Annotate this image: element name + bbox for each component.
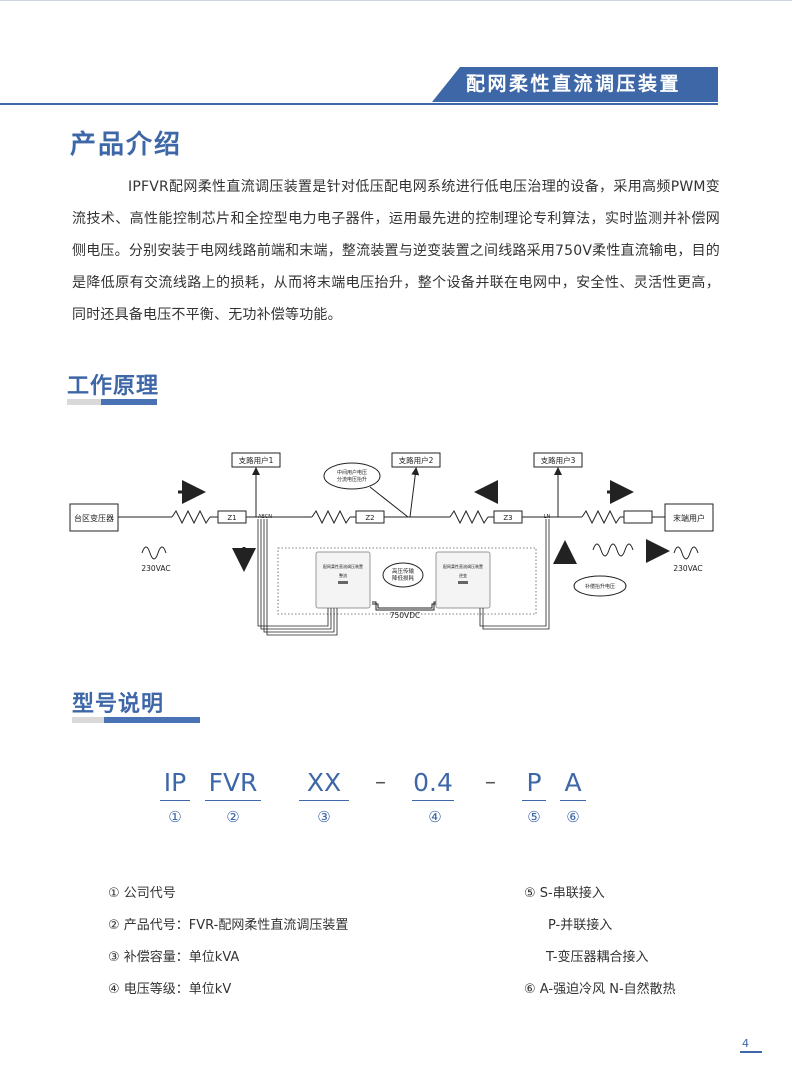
end-user-box [664, 503, 714, 532]
legend-item-2: ② 产品代号：FVR-配网柔性直流调压装置 [108, 918, 349, 933]
dc-link [372, 601, 436, 611]
device-rectifier [315, 551, 371, 609]
model-code-dash-2: – [485, 770, 496, 795]
device-inverter [435, 551, 491, 609]
model-code-fvr: FVR [208, 768, 258, 797]
model-code-ip: IP [163, 768, 187, 797]
page-number-rule [740, 1051, 762, 1053]
section-title-model: 型号说明 [72, 692, 165, 717]
callout-hv-transmission [382, 562, 424, 588]
resistor-3 [449, 509, 489, 525]
callout-mid-user [323, 462, 381, 490]
title-underline-grey [67, 399, 101, 405]
callout-compensation-label: 补偿抬升电压 [585, 583, 615, 590]
z1-label: Z1 [227, 514, 236, 522]
z3-label: Z3 [503, 514, 512, 522]
branch-user-2-label: 支路用户2 [399, 455, 434, 465]
device-rectifier-name: 配网柔性直流调压装置 [323, 563, 363, 569]
model-number-3: ③ [317, 808, 331, 826]
sine-icon-end-before [592, 543, 634, 557]
end-fuse [623, 510, 653, 524]
voltage-ac-left: 230VAC [141, 564, 170, 573]
model-number-4: ④ [428, 808, 442, 826]
phase-label-ln: LN [544, 514, 551, 520]
model-code-ip-underline [160, 800, 190, 801]
header-title: 配网柔性直流调压装置 [466, 73, 682, 95]
legend-item-3: ③ 补偿容量：单位kVA [108, 950, 240, 965]
title-underline-grey [72, 717, 104, 723]
legend-item-1: ① 公司代号 [108, 886, 176, 901]
legend-item-5: ⑤ S-串联接入 [524, 886, 605, 901]
device-inverter-mode: 逆变 [459, 572, 467, 578]
title-underline-blue [101, 399, 157, 405]
model-number-5: ⑤ [527, 808, 541, 826]
phase-label-abcn: ABCN [258, 514, 272, 520]
legend-item-6: ⑥ A-强迫冷风 N-自然散热 [524, 982, 676, 997]
callout-hv-line2: 降低损耗 [392, 574, 415, 582]
resistor-2 [311, 509, 351, 525]
model-code-dash-1: – [375, 770, 386, 795]
sine-icon-end-after [673, 546, 699, 560]
legend-item-4: ④ 电压等级：单位kV [108, 982, 232, 997]
branch-user-3-label: 支路用户3 [541, 455, 576, 465]
model-code-a-underline [560, 800, 586, 801]
callout-compensation [573, 575, 627, 597]
model-code-p-underline [522, 800, 546, 801]
z2-label: Z2 [365, 514, 374, 522]
model-code-fvr-underline [205, 800, 261, 801]
voltage-dc-label: 750VDC [390, 611, 420, 620]
device-enclosure [277, 547, 537, 615]
callout-mid-line2: 分流电压抬升 [337, 476, 367, 483]
resistor-4 [581, 509, 621, 525]
model-code-a: A [564, 768, 582, 797]
page-number: 4 [742, 1037, 749, 1050]
model-code-voltage: 0.4 [413, 768, 453, 797]
branch-user-2-box [391, 452, 441, 468]
working-principle-diagram: 台区变压器 末端用户 Z1 Z2 Z3 ABCN LN 支路用户1 支路用户2 … [69, 452, 714, 636]
resistor-1 [171, 509, 211, 525]
model-number-2: ② [226, 808, 240, 826]
section-title-principle: 工作原理 [67, 374, 160, 399]
device-inverter-name: 配网柔性直流调压装置 [443, 563, 483, 569]
model-number-1: ① [168, 808, 182, 826]
title-underline-blue [104, 717, 200, 723]
top-rule [0, 0, 792, 1]
transformer-label: 台区变压器 [74, 513, 114, 523]
wiring-left [257, 519, 329, 627]
model-number-6: ⑥ [566, 808, 580, 826]
intro-paragraph: IPFVR配网柔性直流调压装置是针对低压配电网系统进行低电压治理的设备，采用高频… [72, 179, 720, 323]
model-code-voltage-underline [412, 800, 454, 801]
voltage-ac-right: 230VAC [673, 564, 702, 573]
device-rectifier-mode: 整流 [339, 572, 347, 578]
wiring-right [479, 519, 547, 627]
model-code-xx-underline [299, 800, 349, 801]
branch-user-1-label: 支路用户1 [239, 455, 274, 465]
header-rule [0, 103, 718, 105]
section-title-intro: 产品介绍 [70, 130, 183, 160]
callout-hv-line1: 高压传输 [392, 567, 415, 575]
legend-item-5-t: T-变压器耦合接入 [546, 950, 649, 965]
sine-icon-source [141, 546, 167, 560]
transformer-box [69, 503, 119, 532]
model-code-xx: XX [306, 768, 342, 797]
end-user-label: 末端用户 [673, 513, 705, 523]
callout-mid-line1: 中间用户电压 [337, 469, 367, 476]
header-band [432, 67, 718, 102]
model-code-p: P [526, 768, 542, 797]
legend-item-5-p: P-并联接入 [548, 918, 613, 933]
